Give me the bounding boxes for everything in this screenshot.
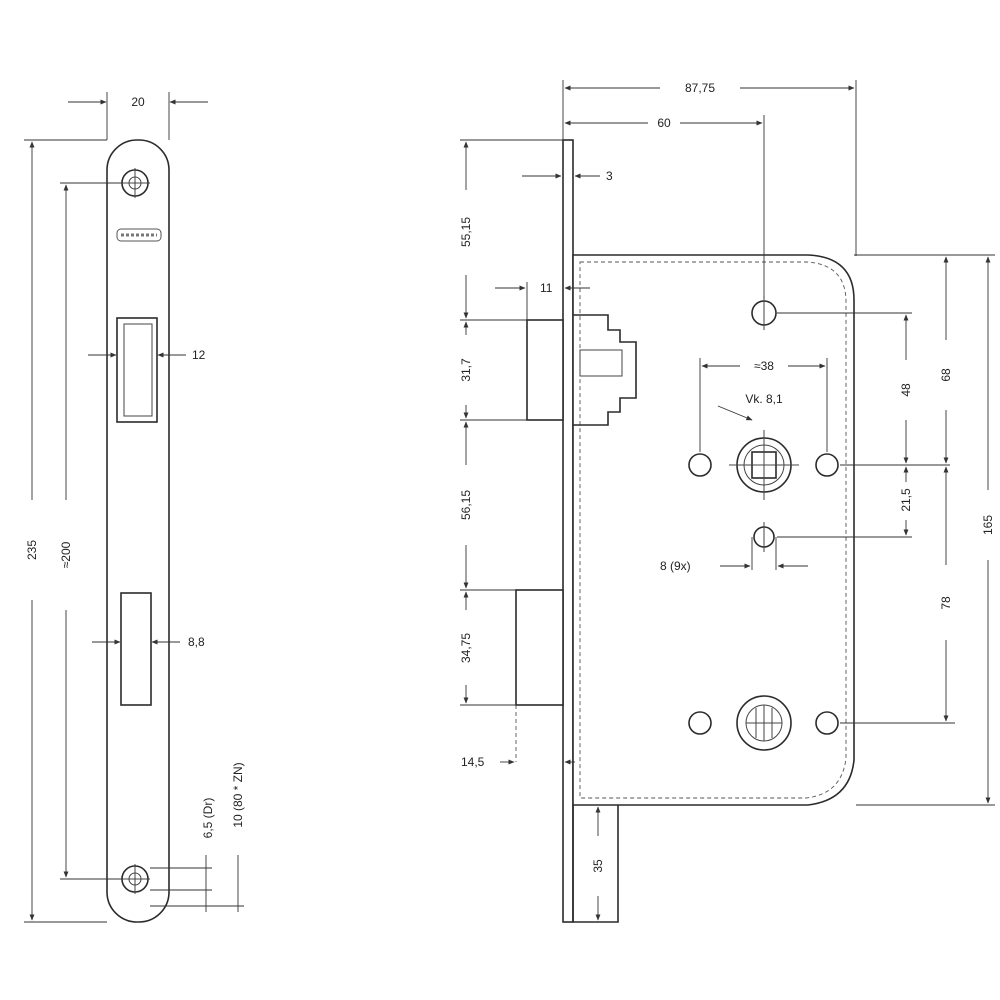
forend-plate [562, 139, 574, 923]
dim-21-5-label: 21,5 [899, 488, 913, 512]
spindle-guide-hole [753, 522, 775, 552]
key-size-label: Vk. 8,1 [745, 392, 783, 406]
spindle-label: 8 (9x) [660, 559, 691, 573]
faceplate-height-label: 235 [25, 540, 39, 560]
hole-spacing-label: ≈38 [754, 359, 774, 373]
overall-depth-label: 87,75 [685, 81, 715, 95]
dim-35-label: 35 [591, 859, 605, 873]
screw-dim-a-label: 6,5 (Dr) [201, 798, 215, 839]
lower-slot-label: 8,8 [188, 635, 205, 649]
spindle-side-holes [688, 453, 839, 477]
faceplate-view: 20 235 ≈200 12 8,8 6,5 (Dr) 10 (80 * ZN) [24, 92, 245, 923]
cylinder-side-holes [688, 711, 839, 735]
follower-hub [729, 430, 799, 500]
bolt-slot [120, 592, 152, 706]
case-height-label: 165 [981, 515, 995, 535]
dim-68-label: 68 [939, 368, 953, 382]
backset-label: 60 [657, 116, 671, 130]
fixing-distance-label: ≈200 [59, 541, 73, 568]
plate-thickness-label: 3 [606, 169, 613, 183]
latch-projection-label: 11 [540, 281, 553, 295]
lock-body-view: 87,75 60 3 11 55,15 31,7 56,15 34,75 [459, 80, 995, 923]
dim-78-label: 78 [939, 596, 953, 610]
latch-height-label: 31,7 [459, 358, 473, 382]
lock-case [572, 254, 855, 806]
cylinder-hub [736, 695, 792, 751]
dim-top-label: 55,15 [459, 217, 473, 247]
latch-slot [116, 317, 158, 423]
faceplate-outline [106, 139, 170, 923]
dim-48-label: 48 [899, 383, 913, 397]
faceplate-width-label: 20 [131, 95, 145, 109]
bolt-height-label: 34,75 [459, 633, 473, 663]
upper-slot-label: 12 [192, 348, 206, 362]
upper-fixing-hole [751, 296, 777, 330]
bolt-projection-label: 14,5 [461, 755, 485, 769]
dim-middle-label: 56,15 [459, 490, 473, 520]
manufacturer-logo [116, 228, 162, 242]
latch-bolt [526, 314, 637, 426]
screw-dim-b-label: 10 (80 * ZN) [231, 762, 245, 827]
dead-bolt [515, 589, 564, 762]
